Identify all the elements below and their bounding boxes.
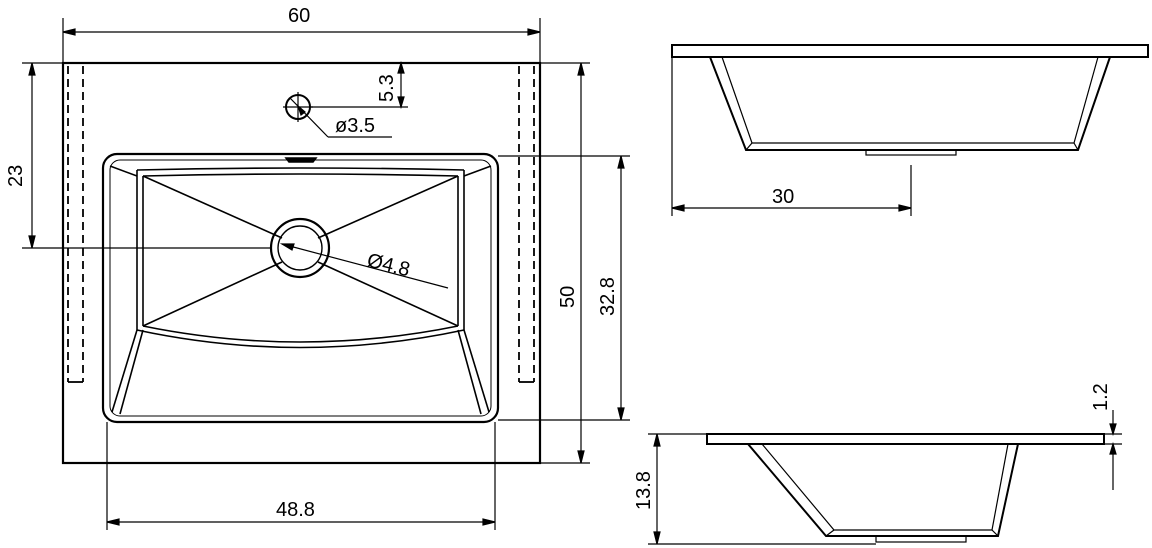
dimension-total-height (648, 433, 876, 545)
front-bowl (709, 56, 1111, 156)
label-drain-diameter: Ø4.8 (365, 250, 412, 282)
label-slab-thickness: 1.2 (1090, 383, 1112, 411)
label-bowl-width: 48.8 (276, 499, 315, 521)
label-drain-offset: 23 (5, 165, 27, 187)
countertop-outline (61, 61, 542, 465)
side-slab (706, 433, 1105, 445)
dimension-overall-width (62, 18, 541, 62)
dimension-bowl-width (106, 422, 496, 530)
dimension-drain-diameter (279, 243, 449, 289)
dimension-overall-depth (540, 62, 590, 464)
front-elevation-view: 30 (671, 44, 1149, 216)
dimension-tap-hole-diameter (289, 97, 392, 138)
label-overall-depth: 50 (557, 286, 579, 308)
dimension-drain-offset (22, 62, 272, 249)
label-bowl-depth: 32.8 (597, 277, 619, 316)
dimension-bowl-depth (498, 155, 630, 421)
left-bracket (67, 66, 84, 383)
drain-icon (269, 217, 331, 279)
right-bracket (518, 66, 535, 383)
top-view: 60 5.3 ø3.5 23 (5, 5, 630, 530)
side-bowl (747, 443, 1019, 543)
front-slab (671, 44, 1149, 58)
label-overall-width: 60 (288, 5, 310, 27)
dimension-tap-hole-offset (310, 60, 540, 110)
label-tap-hole-offset: 5.3 (376, 74, 398, 102)
label-tap-hole-diameter: ø3.5 (335, 115, 375, 137)
dimension-drain-from-left (671, 57, 912, 216)
dimension-slab-thickness (1104, 410, 1122, 490)
side-elevation-view: 1.2 13.8 (633, 383, 1122, 545)
label-drain-from-left: 30 (772, 186, 794, 208)
bowl-rim (101, 152, 500, 424)
bowl-basin (109, 157, 492, 415)
label-total-height: 13.8 (633, 471, 655, 510)
